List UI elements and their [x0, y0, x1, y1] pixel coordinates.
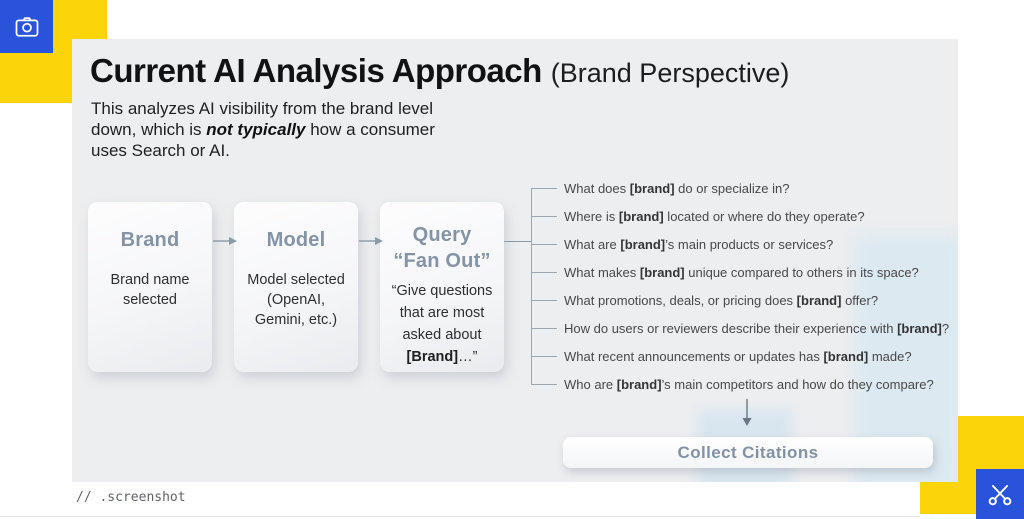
intro-emphasis: not typically: [206, 120, 306, 139]
question-row: What promotions, deals, or pricing does …: [531, 286, 949, 314]
question-row: Where is [brand] located or where do the…: [531, 202, 949, 230]
card-model-body: Model selected (OpenAI, Gemini, etc.): [247, 272, 345, 328]
fanout-tick: [531, 187, 557, 189]
fanout-tick: [531, 243, 557, 245]
question-row: What does [brand] do or specialize in?: [531, 174, 949, 202]
slide: Current AI Analysis Approach (Brand Persp…: [72, 39, 958, 482]
card-brand-heading: Brand: [120, 229, 180, 251]
card-model-heading: Model: [266, 229, 326, 251]
slide-title-suffix: (Brand Perspective): [550, 58, 790, 88]
intro-line-1: This analyzes AI visibility from the bra…: [91, 99, 434, 118]
question-row: How do users or reviewers describe their…: [531, 314, 949, 342]
card-query-body: “Give questions that are most asked abou…: [391, 283, 493, 365]
query-to-fanout-connector: [504, 241, 531, 242]
card-query-fan-out: Query “Fan Out” “Give questions that are…: [380, 202, 504, 372]
fanout-question-list: What does [brand] do or specialize in? W…: [531, 174, 949, 398]
scissors-button[interactable]: [976, 469, 1024, 519]
question-row: What recent announcements or updates has…: [531, 342, 949, 370]
slide-title: Current AI Analysis Approach: [90, 52, 542, 89]
fanout-tick: [531, 327, 557, 329]
intro-paragraph: This analyzes AI visibility from the bra…: [91, 98, 521, 161]
arrow-down-icon: [742, 399, 752, 426]
card-brand-body: Brand name selected: [110, 272, 190, 308]
camera-button[interactable]: [0, 0, 53, 53]
question-row: What makes [brand] unique compared to ot…: [531, 258, 949, 286]
camera-icon: [15, 16, 38, 37]
scissors-icon: [988, 484, 1012, 506]
arrow-model-to-query-icon: [359, 237, 383, 245]
intro-line-3: uses Search or AI.: [91, 141, 230, 160]
fanout-tick: [531, 299, 557, 301]
card-query-heading: Query “Fan Out”: [393, 224, 491, 272]
fanout-tick: [531, 215, 557, 217]
fanout-spine: [531, 188, 532, 384]
collect-citations-button: Collect Citations: [563, 437, 933, 468]
fanout-tick: [531, 355, 557, 357]
intro-line-2c: how a consumer: [305, 120, 435, 139]
question-row: What are [brand]’s main products or serv…: [531, 230, 949, 258]
intro-line-2a: down, which is: [91, 120, 207, 139]
fanout-tick: [531, 271, 557, 273]
card-brand: Brand Brand name selected: [88, 202, 212, 372]
question-row: Who are [brand]’s main competitors and h…: [531, 370, 949, 398]
card-model: Model Model selected (OpenAI, Gemini, et…: [234, 202, 358, 372]
caption-text: // .screenshot: [76, 490, 186, 505]
bottom-divider-line: [0, 516, 920, 517]
arrow-brand-to-model-icon: [213, 237, 237, 245]
slide-title-row: Current AI Analysis Approach (Brand Persp…: [90, 52, 789, 90]
fanout-tick: [531, 383, 557, 385]
